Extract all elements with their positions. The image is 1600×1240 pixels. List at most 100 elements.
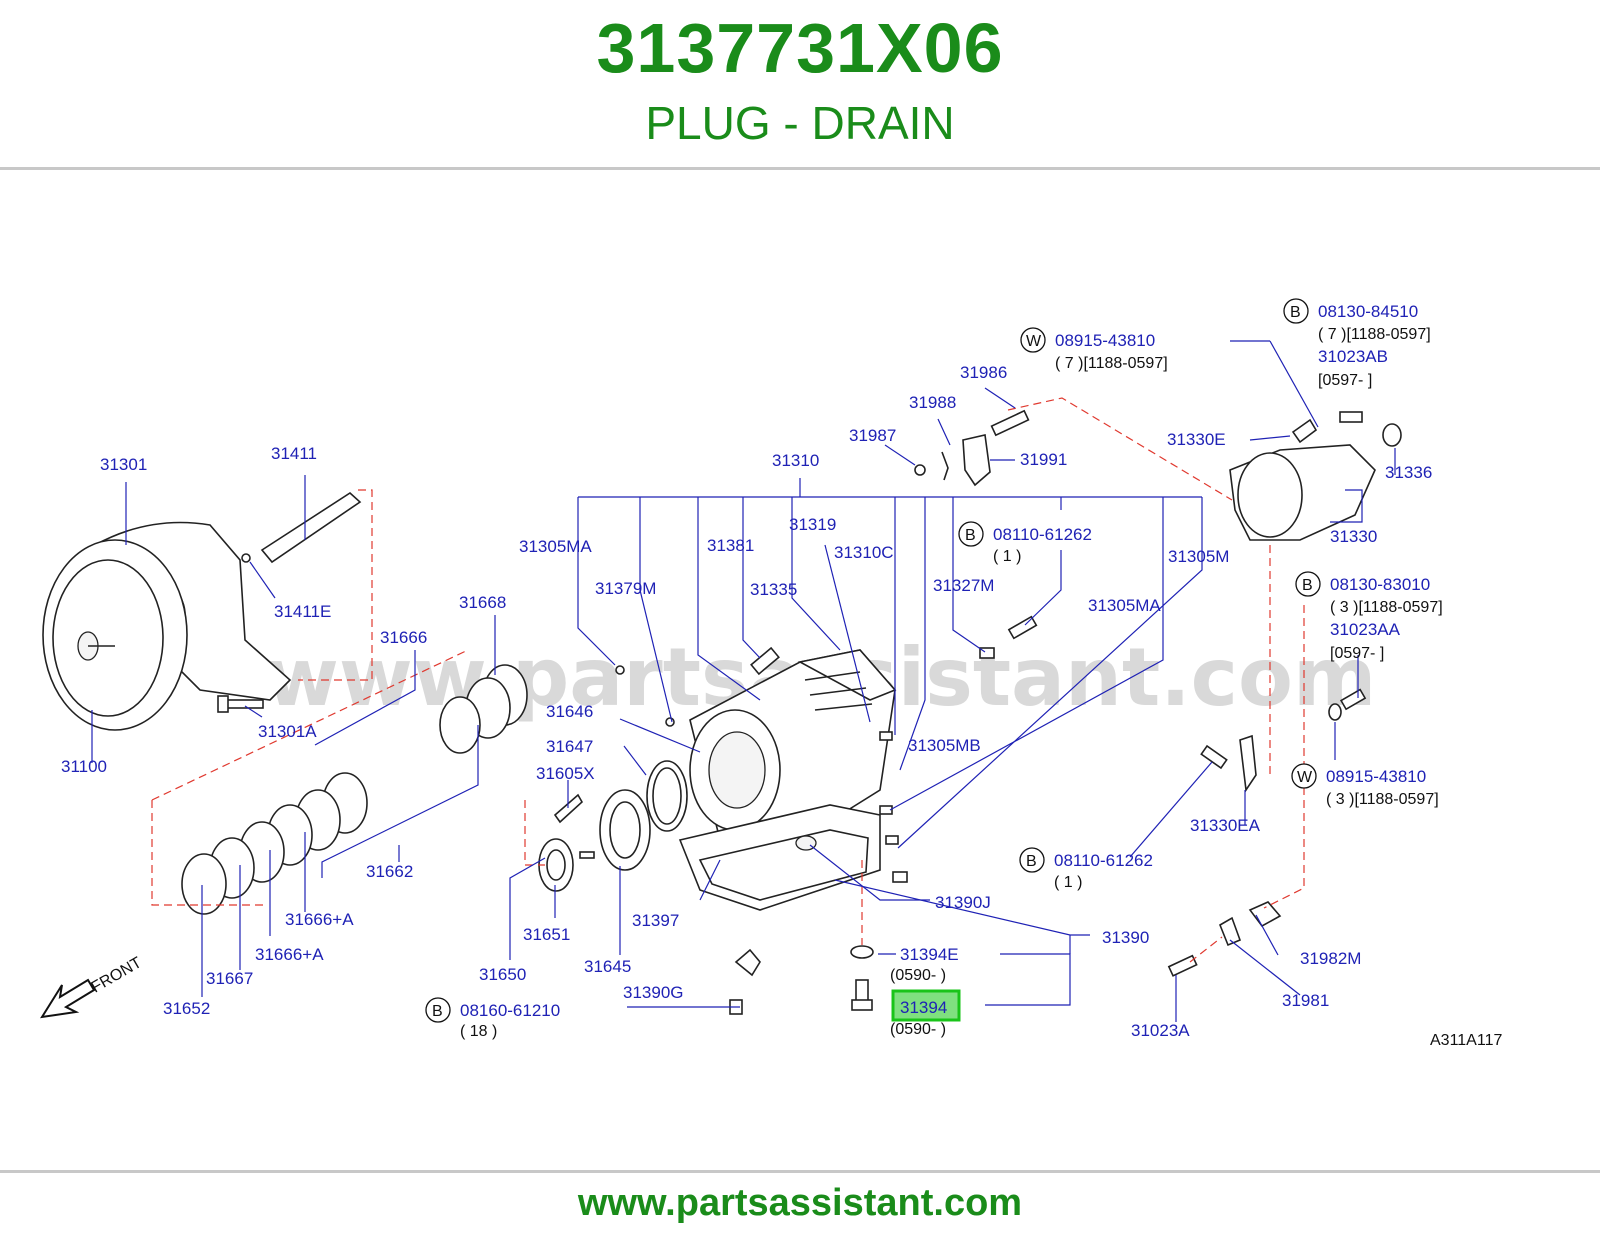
label-31645[interactable]: 31645 — [584, 957, 631, 976]
drain-plug-drawing — [850, 945, 874, 1011]
part-name: PLUG - DRAIN — [645, 97, 955, 149]
leader-lines — [91, 340, 1396, 1022]
converter-housing-drawing — [42, 521, 292, 731]
qty-08130-83010: ( 3 )[1188-0597] — [1330, 599, 1443, 616]
label-31605X[interactable]: 31605X — [536, 764, 595, 783]
bracket-31390G-drawing — [729, 948, 761, 1015]
label-31986[interactable]: 31986 — [960, 363, 1007, 382]
label-31310[interactable]: 31310 — [772, 451, 819, 470]
front-arrow: FRONT — [40, 954, 145, 1019]
label-31301[interactable]: 31301 — [100, 455, 147, 474]
label-31023AA[interactable]: 31023AA — [1330, 620, 1401, 639]
footer-divider — [0, 1170, 1600, 1173]
label-31651[interactable]: 31651 — [523, 925, 570, 944]
label-31310C[interactable]: 31310C — [834, 543, 894, 562]
label-31652[interactable]: 31652 — [163, 999, 210, 1018]
diagram-code: A311A117 — [1430, 1032, 1502, 1049]
label-31305MA-1[interactable]: 31305MA — [519, 537, 592, 556]
label-31330EA[interactable]: 31330EA — [1190, 816, 1261, 835]
label-31411E[interactable]: 31411E — [274, 602, 331, 621]
label-31668[interactable]: 31668 — [459, 593, 506, 612]
b-marker-text: B — [965, 527, 976, 544]
label-31666A-2[interactable]: 31666+A — [255, 945, 324, 964]
label-31381[interactable]: 31381 — [707, 536, 754, 555]
b-marker-text: B — [1026, 853, 1037, 870]
label-31335[interactable]: 31335 — [750, 580, 797, 599]
b-marker-text: B — [432, 1003, 443, 1020]
label-08915-43810-a[interactable]: 08915-43810 — [1055, 331, 1155, 350]
label-31336[interactable]: 31336 — [1385, 463, 1432, 482]
small-bolts-drawing — [615, 615, 1038, 883]
extension-housing-drawing — [1229, 411, 1402, 541]
label-31394E[interactable]: 31394E — [900, 945, 959, 964]
highlight-box — [891, 989, 961, 1022]
footer-url[interactable]: www.partsassistant.com — [577, 1182, 1023, 1224]
b-marker — [1283, 298, 1309, 324]
right-side-small-parts-drawing — [1167, 688, 1367, 977]
label-31411[interactable]: 31411 — [271, 444, 317, 463]
date-31394E: (0590- ) — [890, 967, 946, 984]
header: 3137731X06 PLUG - DRAIN — [0, 0, 1600, 170]
b-marker — [1019, 847, 1045, 873]
date-31394: (0590- ) — [890, 1021, 946, 1038]
label-31988[interactable]: 31988 — [909, 393, 956, 412]
qty-08915-43810-b: ( 3 )[1188-0597] — [1326, 791, 1439, 808]
label-31305MB[interactable]: 31305MB — [908, 736, 981, 755]
label-31650[interactable]: 31650 — [479, 965, 526, 984]
label-31991[interactable]: 31991 — [1020, 450, 1067, 469]
part-labels: 31301 31411 31411E 31100 31301A 31668 31… — [61, 298, 1502, 1049]
label-31647[interactable]: 31647 — [546, 737, 593, 756]
b-marker — [1295, 571, 1321, 597]
label-31390G[interactable]: 31390G — [623, 983, 684, 1002]
label-08130-84510[interactable]: 08130-84510 — [1318, 302, 1418, 321]
w-marker — [1291, 763, 1317, 789]
input-shaft-drawing — [241, 491, 362, 564]
label-31023A[interactable]: 31023A — [1131, 1021, 1190, 1040]
b-marker-text: B — [1290, 304, 1301, 321]
label-31327M[interactable]: 31327M — [933, 576, 994, 595]
transmission-case-drawing — [689, 649, 897, 841]
label-08130-83010[interactable]: 08130-83010 — [1330, 575, 1430, 594]
label-31330[interactable]: 31330 — [1330, 527, 1377, 546]
label-31666A-1[interactable]: 31666+A — [285, 910, 354, 929]
label-08110-61262-a[interactable]: 08110-61262 — [993, 525, 1092, 544]
label-31394-highlighted[interactable]: 31394 — [900, 998, 947, 1017]
label-08110-61262-b[interactable]: 08110-61262 — [1054, 851, 1153, 870]
qty-08110-61262-b: ( 1 ) — [1054, 874, 1082, 891]
label-31667[interactable]: 31667 — [206, 969, 253, 988]
w-marker-text: W — [1026, 333, 1042, 350]
b-marker — [425, 997, 451, 1023]
seal-drawings — [538, 760, 688, 892]
date-31023AA: [0597- ] — [1330, 645, 1384, 662]
label-31100[interactable]: 31100 — [61, 757, 107, 776]
clutch-pack-drawing — [181, 664, 528, 915]
qty-08110-61262-a: ( 1 ) — [993, 548, 1021, 565]
header-divider — [0, 167, 1600, 170]
front-label: FRONT — [89, 954, 145, 996]
label-31330E[interactable]: 31330E — [1167, 430, 1226, 449]
label-31305MA-2[interactable]: 31305MA — [1088, 596, 1161, 615]
label-31023AB[interactable]: 31023AB — [1318, 347, 1388, 366]
label-31662[interactable]: 31662 — [366, 862, 413, 881]
label-08915-43810-b[interactable]: 08915-43810 — [1326, 767, 1426, 786]
label-31305M[interactable]: 31305M — [1168, 547, 1229, 566]
label-31397[interactable]: 31397 — [632, 911, 679, 930]
w-marker-text: W — [1297, 769, 1313, 786]
label-31379M[interactable]: 31379M — [595, 579, 656, 598]
label-08160-61210[interactable]: 08160-61210 — [460, 1001, 560, 1020]
label-31981[interactable]: 31981 — [1282, 991, 1329, 1010]
label-31390J[interactable]: 31390J — [935, 893, 991, 912]
label-31390[interactable]: 31390 — [1102, 928, 1149, 947]
label-31982M[interactable]: 31982M — [1300, 949, 1361, 968]
b-marker — [958, 521, 984, 547]
qty-08915-43810-a: ( 7 )[1188-0597] — [1055, 355, 1168, 372]
label-31666[interactable]: 31666 — [380, 628, 427, 647]
date-31023AB: [0597- ] — [1318, 372, 1372, 389]
label-31319[interactable]: 31319 — [789, 515, 836, 534]
label-31646[interactable]: 31646 — [546, 702, 593, 721]
sensor-parts-drawing — [914, 409, 1030, 487]
label-31301A[interactable]: 31301A — [258, 722, 317, 741]
w-marker — [1020, 327, 1046, 353]
label-31987[interactable]: 31987 — [849, 426, 896, 445]
